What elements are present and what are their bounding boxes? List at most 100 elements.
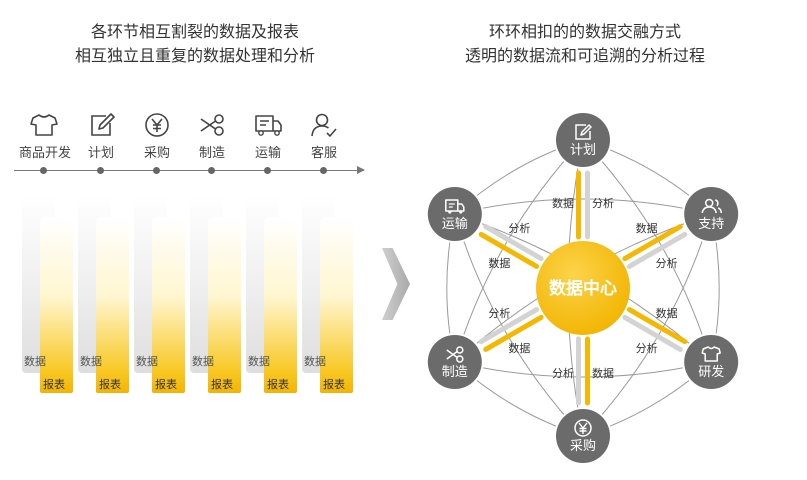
report-bar <box>96 217 129 393</box>
node-label: 研发 <box>698 364 724 380</box>
step-label: 制造 <box>198 146 225 161</box>
node-label: 采购 <box>570 438 596 454</box>
axis-dot <box>40 167 47 174</box>
data-flow-bar <box>626 307 688 345</box>
analysis-label: 分析 <box>636 341 658 355</box>
report-bar <box>152 217 185 393</box>
report-bar <box>40 217 73 393</box>
silo-column: 数据 报表 <box>302 195 356 400</box>
report-label: 报表 <box>211 378 233 391</box>
step-service: 客服 <box>299 112 349 161</box>
data-flow-bar <box>478 231 540 269</box>
step-label: 计划 <box>87 146 114 161</box>
truck-icon <box>255 115 282 136</box>
silo-column: 数据 报表 <box>78 195 132 400</box>
data-label: 数据 <box>656 306 678 320</box>
data-label: 数据 <box>636 221 658 235</box>
data-label: 数据 <box>24 355 46 368</box>
silo-column: 数据 报表 <box>134 195 188 400</box>
tshirt-icon <box>701 346 721 362</box>
node-label: 计划 <box>570 143 596 158</box>
analysis-label: 分析 <box>656 256 678 270</box>
analysis-label: 分析 <box>488 306 510 320</box>
scissors-icon <box>446 346 464 363</box>
node-tshirt: 研发 <box>682 333 741 391</box>
data-label: 数据 <box>248 355 270 368</box>
right-heading-line: 环环相扣的的数据交融方式 <box>488 22 681 41</box>
node-circle <box>427 335 482 389</box>
node-label: 制造 <box>442 365 468 380</box>
step-label: 运输 <box>254 146 281 161</box>
yen-icon <box>145 113 169 137</box>
analysis-label: 分析 <box>592 196 614 210</box>
data-label: 数据 <box>552 196 574 210</box>
axis-dot <box>208 167 215 174</box>
analysis-label: 分析 <box>508 221 530 235</box>
data-label: 数据 <box>508 341 530 355</box>
node-circle <box>684 335 739 389</box>
report-bar <box>320 217 353 393</box>
node-circle <box>556 113 610 167</box>
report-label: 报表 <box>323 378 345 391</box>
axis-dot <box>97 167 104 174</box>
right-heading: 环环相扣的的数据交融方式 透明的数据流和可追溯的分析过程 <box>430 20 740 68</box>
data-flow-bar <box>483 314 544 352</box>
silo-column: 数据 报表 <box>246 195 300 400</box>
data-label: 数据 <box>136 355 158 368</box>
node-yen: 采购 <box>554 407 612 465</box>
data-center-label: 数据中心 <box>549 278 617 299</box>
node-label: 支持 <box>698 217 724 232</box>
report-label: 报表 <box>267 378 289 391</box>
tshirt-icon <box>30 114 58 136</box>
step-label: 客服 <box>310 146 337 161</box>
node-users: 支持 <box>682 185 741 243</box>
node-label: 运输 <box>442 216 468 232</box>
right-heading-line: 透明的数据流和可追溯的分析过程 <box>464 46 705 65</box>
report-bar <box>208 217 241 393</box>
spokes: 数据分析数据分析数据分析数据分析数据分析数据分析 <box>478 170 688 406</box>
connection-line <box>582 213 712 437</box>
edit-icon <box>575 124 592 140</box>
left-heading-line: 各环节相互割裂的数据及报表 <box>90 22 299 41</box>
axis-arrow <box>357 166 365 174</box>
data-center-circle <box>536 241 630 335</box>
data-label: 数据 <box>192 355 214 368</box>
process-axis <box>14 170 364 171</box>
user-icon <box>311 113 337 138</box>
connection-line <box>454 361 712 378</box>
step-label: 商品开发 <box>19 146 72 161</box>
analysis-flow-bar <box>622 314 683 352</box>
step-manufacture: 制造 <box>187 112 237 161</box>
left-heading-line: 相互独立且重复的数据处理和分析 <box>74 46 315 65</box>
report-bar <box>264 217 297 393</box>
step-label: 采购 <box>143 146 170 161</box>
data-flow-bar <box>622 224 683 262</box>
silo-column: 数据 报表 <box>190 195 244 400</box>
axis-dot <box>320 167 327 174</box>
node-circle <box>427 187 482 241</box>
analysis-label: 分析 <box>552 366 574 380</box>
step-purchase: 采购 <box>132 112 182 161</box>
report-label: 报表 <box>155 378 177 391</box>
data-label: 数据 <box>80 355 102 368</box>
data-label: 数据 <box>592 366 614 380</box>
report-label: 报表 <box>99 378 121 391</box>
axis-dot <box>153 167 160 174</box>
scissors-icon <box>200 114 224 136</box>
step-plan: 计划 <box>76 112 126 161</box>
step-transport: 运输 <box>243 112 293 161</box>
report-label: 报表 <box>43 378 65 391</box>
data-label: 数据 <box>488 256 510 270</box>
node-truck: 运输 <box>425 185 484 243</box>
node-circle <box>684 187 739 241</box>
connection-line <box>454 213 584 437</box>
analysis-flow-bar <box>626 231 688 269</box>
left-heading: 各环节相互割裂的数据及报表 相互独立且重复的数据处理和分析 <box>20 20 370 68</box>
axis-dot <box>264 167 271 174</box>
analysis-flow-bar <box>478 307 540 345</box>
connection-line <box>454 139 584 363</box>
yen-icon <box>574 419 592 437</box>
connection-line <box>454 198 712 215</box>
